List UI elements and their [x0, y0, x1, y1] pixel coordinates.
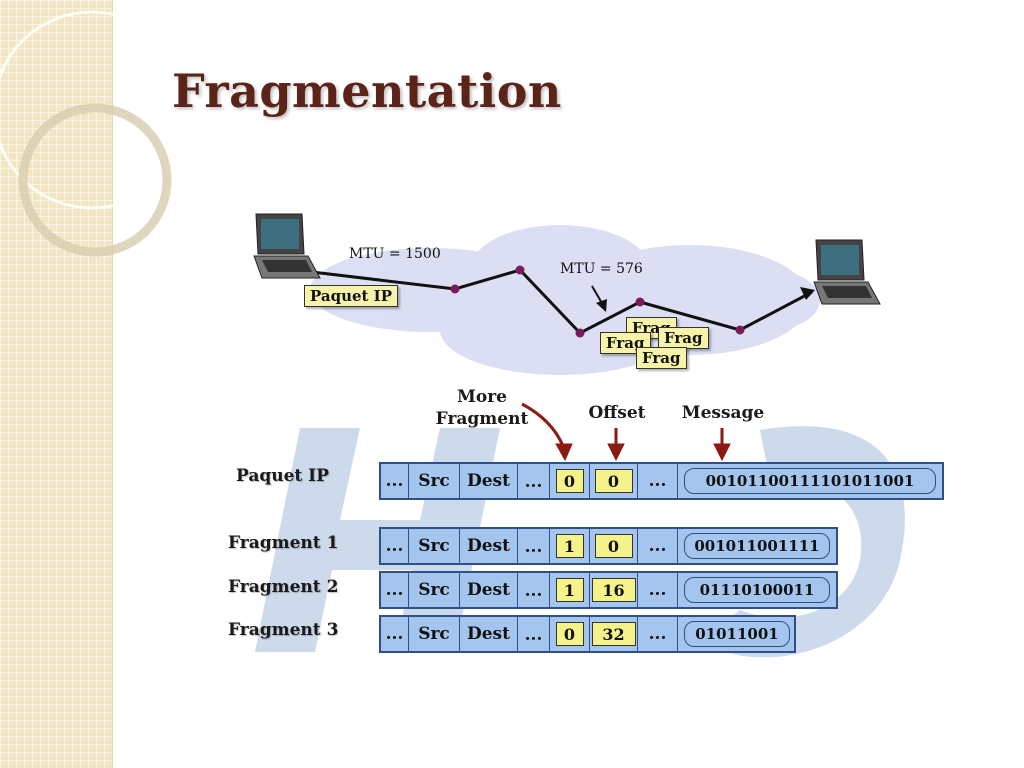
field-dest: Dest — [460, 464, 518, 498]
field-more-fragment: 0 — [550, 464, 590, 498]
decorative-ring — [18, 103, 172, 257]
field-dots: ... — [381, 529, 409, 563]
field-src: Src — [409, 573, 460, 607]
more-fragment-arrow-head — [555, 443, 573, 462]
message-value: 01110100011 — [684, 577, 830, 603]
more-fragment-value: 0 — [555, 469, 584, 493]
mtu-label-576: MTU = 576 — [560, 261, 643, 277]
more-fragment-value: 1 — [555, 534, 584, 558]
more-fragment-value: 1 — [555, 578, 584, 602]
header-more-fragment-line2: Fragment — [435, 409, 529, 429]
packet-row: ... Src Dest ... 1 0 ... 001011001111 — [379, 527, 838, 565]
field-dots: ... — [638, 573, 678, 607]
message-value: 00101100111101011001 — [684, 468, 936, 494]
route-arrow-head — [800, 287, 815, 300]
field-dots: ... — [518, 529, 550, 563]
field-dots: ... — [638, 529, 678, 563]
row-label: Fragment 1 — [228, 533, 339, 553]
route-node — [450, 284, 460, 294]
route-nodes — [450, 265, 745, 338]
laptop-icon — [253, 213, 321, 279]
field-src: Src — [409, 464, 460, 498]
message-value: 001011001111 — [684, 533, 830, 559]
more-fragment-value: 0 — [555, 622, 584, 646]
row-label: Paquet IP — [236, 466, 329, 486]
field-dots: ... — [638, 617, 678, 651]
route-node — [575, 328, 585, 338]
packet-row: ... Src Dest ... 0 32 ... 01011001 — [379, 615, 796, 653]
header-offset: Offset — [588, 403, 646, 423]
header-arrows — [521, 402, 731, 462]
offset-value: 0 — [594, 534, 633, 558]
route-node — [515, 265, 525, 275]
field-src: Src — [409, 617, 460, 651]
offset-value: 32 — [591, 622, 636, 646]
field-dest: Dest — [460, 573, 518, 607]
decorative-arc — [0, 10, 192, 210]
field-dots: ... — [381, 617, 409, 651]
route-node — [635, 297, 645, 307]
field-offset: 32 — [590, 617, 638, 651]
laptop-icon — [813, 239, 881, 305]
more-fragment-arrow — [521, 402, 565, 447]
field-offset: 0 — [590, 464, 638, 498]
header-more-fragment: More Fragment — [434, 386, 530, 430]
field-dots: ... — [638, 464, 678, 498]
message-arrow-head — [713, 443, 731, 462]
offset-value: 16 — [591, 578, 636, 602]
header-more-fragment-line1: More — [457, 387, 507, 407]
frag-tag: Frag — [636, 347, 687, 369]
field-more-fragment: 0 — [550, 617, 590, 651]
message-value: 01011001 — [684, 621, 790, 647]
header-message: Message — [681, 403, 765, 423]
packet-row: ... Src Dest ... 0 0 ... 001011001111010… — [379, 462, 944, 500]
row-label: Fragment 3 — [228, 620, 339, 640]
field-dots: ... — [518, 573, 550, 607]
field-offset: 0 — [590, 529, 638, 563]
packet-row: ... Src Dest ... 1 16 ... 01110100011 — [379, 571, 838, 609]
mtu-label-1500: MTU = 1500 — [349, 246, 441, 262]
field-more-fragment: 1 — [550, 573, 590, 607]
field-dots: ... — [381, 464, 409, 498]
field-dest: Dest — [460, 529, 518, 563]
offset-value: 0 — [594, 469, 633, 493]
field-dots: ... — [518, 617, 550, 651]
row-label: Fragment 2 — [228, 577, 339, 597]
frag-tag: Frag — [600, 332, 651, 354]
packet-tag: Paquet IP — [304, 285, 398, 307]
field-dots: ... — [381, 573, 409, 607]
field-offset: 16 — [590, 573, 638, 607]
offset-arrow-head — [607, 443, 625, 462]
field-src: Src — [409, 529, 460, 563]
route-node — [735, 325, 745, 335]
field-more-fragment: 1 — [550, 529, 590, 563]
field-dots: ... — [518, 464, 550, 498]
field-dest: Dest — [460, 617, 518, 651]
slide-title: Fragmentation — [172, 64, 562, 118]
frag-tag: Frag — [658, 327, 709, 349]
mtu-pointer-arrow-head — [596, 299, 607, 312]
decorative-side-strip — [0, 0, 113, 768]
